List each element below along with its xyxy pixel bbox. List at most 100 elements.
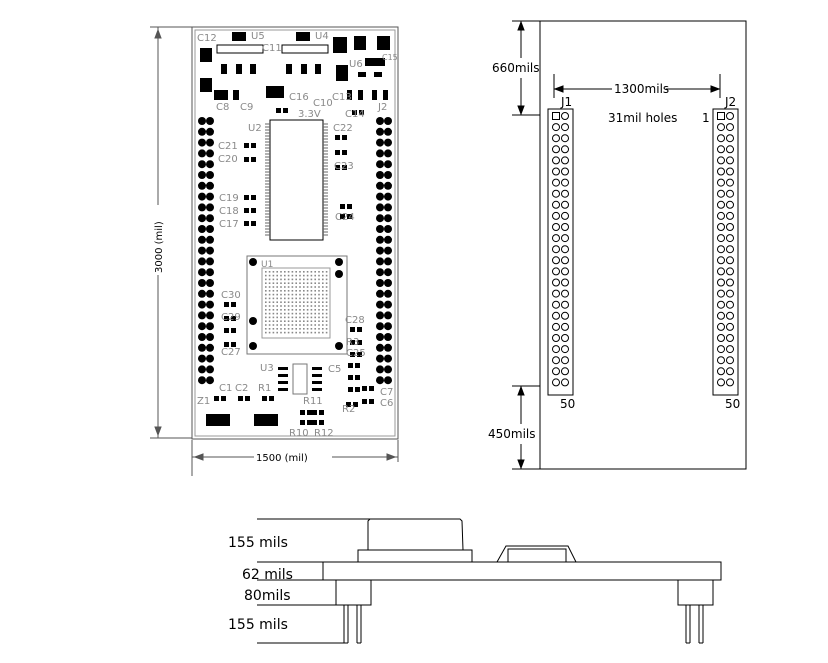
- label-c23: C23: [334, 161, 354, 172]
- pcb-pad: [244, 143, 249, 148]
- j1-pin: [552, 189, 560, 198]
- pin-1-label: 1: [702, 111, 710, 125]
- pcb-pad: [251, 195, 256, 200]
- pcb-header-pin: [384, 257, 392, 266]
- pcb-pad: [335, 150, 340, 155]
- pcb-header-pin: [384, 289, 392, 298]
- pcb-header-pin: [376, 322, 384, 331]
- j1-pin: [561, 378, 569, 387]
- j1-pin: [552, 311, 560, 320]
- pcb-header-pin: [384, 246, 392, 255]
- pcb-header-pin: [198, 333, 206, 341]
- j2-pin: [717, 278, 725, 287]
- pcb-header-pin: [384, 203, 392, 212]
- j2-pin: [726, 200, 734, 209]
- pcb-header-pin: [376, 203, 384, 212]
- label-u6: U6: [349, 59, 363, 70]
- j2-pin: [717, 134, 725, 143]
- pcb-header-pin: [384, 127, 392, 136]
- j1-pin: [561, 267, 569, 276]
- holes-note: 31mil holes: [608, 111, 677, 125]
- pcb-pad: [369, 399, 374, 404]
- pcb-header-pin: [376, 235, 384, 244]
- pcb-header-pin: [376, 343, 384, 352]
- side-tall-component: [367, 518, 464, 551]
- j1-pin: [561, 167, 569, 176]
- pcb-header-pin: [384, 117, 392, 125]
- j2-header-outline: [712, 108, 739, 396]
- j2-pin: [726, 267, 734, 276]
- j1-pin: [552, 278, 560, 287]
- j1-pin: [552, 345, 560, 354]
- j1-pin: [561, 134, 569, 143]
- j1-pin: [552, 245, 560, 254]
- header-board-outline: [539, 20, 747, 470]
- j2-pin: [717, 367, 725, 376]
- pcb-header-pin: [376, 225, 384, 233]
- pcb-header-pin: [198, 225, 206, 233]
- pcb-pad: [347, 214, 352, 219]
- j2-pin: [717, 334, 725, 342]
- j2-pin: [726, 289, 734, 298]
- j2-pin: [717, 300, 725, 309]
- pcb-pad: [350, 352, 355, 357]
- pcb-header-pin: [198, 149, 206, 158]
- j1-pin: [552, 300, 560, 309]
- j1-pin: [552, 378, 560, 387]
- dim-660-label: 660mils: [492, 61, 540, 75]
- j1-pin: [561, 178, 569, 187]
- j2-pin: [717, 189, 725, 198]
- label-c11: C11: [262, 43, 282, 54]
- j2-pin: [726, 234, 734, 243]
- pcb-header-pin: [198, 138, 206, 147]
- j2-pin: [726, 334, 734, 342]
- j2-pin: [717, 156, 725, 165]
- pcb-pad: [251, 208, 256, 213]
- label-j1: J1: [560, 95, 572, 109]
- j2-pin: [717, 200, 725, 209]
- pcb-pad: [312, 410, 317, 415]
- label-c18: C18: [219, 206, 239, 217]
- pcb-pad: [353, 402, 358, 407]
- pcb-passive-pads: [214, 108, 374, 425]
- j1-pin: [552, 178, 560, 187]
- pcb-header-pin: [206, 300, 214, 309]
- pcb-header-pin: [376, 192, 384, 201]
- j2-pin: [726, 145, 734, 154]
- j1-pin: [561, 234, 569, 243]
- pcb-pad: [300, 410, 305, 415]
- pcb-pad: [357, 327, 362, 332]
- pcb-header-pin: [384, 311, 392, 320]
- pcb-pad: [352, 110, 357, 115]
- label-j2: J2: [724, 95, 736, 109]
- j1-pin: [561, 211, 569, 220]
- j1-pin: [561, 289, 569, 298]
- pcb-pad: [231, 302, 236, 307]
- pcb-header-pin: [376, 376, 384, 385]
- j2-pin: [717, 178, 725, 187]
- j1-header-outline: [547, 108, 574, 396]
- pcb-header-pin: [206, 171, 214, 179]
- j2-pin: [726, 123, 734, 132]
- pcb-header-pin: [206, 127, 214, 136]
- side-view: [257, 518, 722, 644]
- pcb-pad: [346, 402, 351, 407]
- pcb-header-pin: [384, 300, 392, 309]
- label-c20: C20: [218, 154, 238, 165]
- pcb-header-pin: [376, 246, 384, 255]
- pcb-header-pin: [384, 279, 392, 287]
- pcb-header-pin: [198, 117, 206, 125]
- j2-pin: [726, 311, 734, 320]
- side-dim-80: 80mils: [244, 588, 291, 604]
- pcb-header-pin: [198, 365, 206, 374]
- header-pin-grids: [547, 108, 739, 396]
- pcb-pad: [355, 375, 360, 380]
- pin-50-left: 50: [560, 397, 575, 411]
- j1-pin: [552, 134, 560, 143]
- j1-pin: [561, 311, 569, 320]
- pcb-pad: [307, 410, 312, 415]
- dim-1300-lines: [553, 74, 721, 98]
- j1-pin: [552, 145, 560, 154]
- pcb-header-pin: [376, 300, 384, 309]
- pcb-header-pin: [376, 289, 384, 298]
